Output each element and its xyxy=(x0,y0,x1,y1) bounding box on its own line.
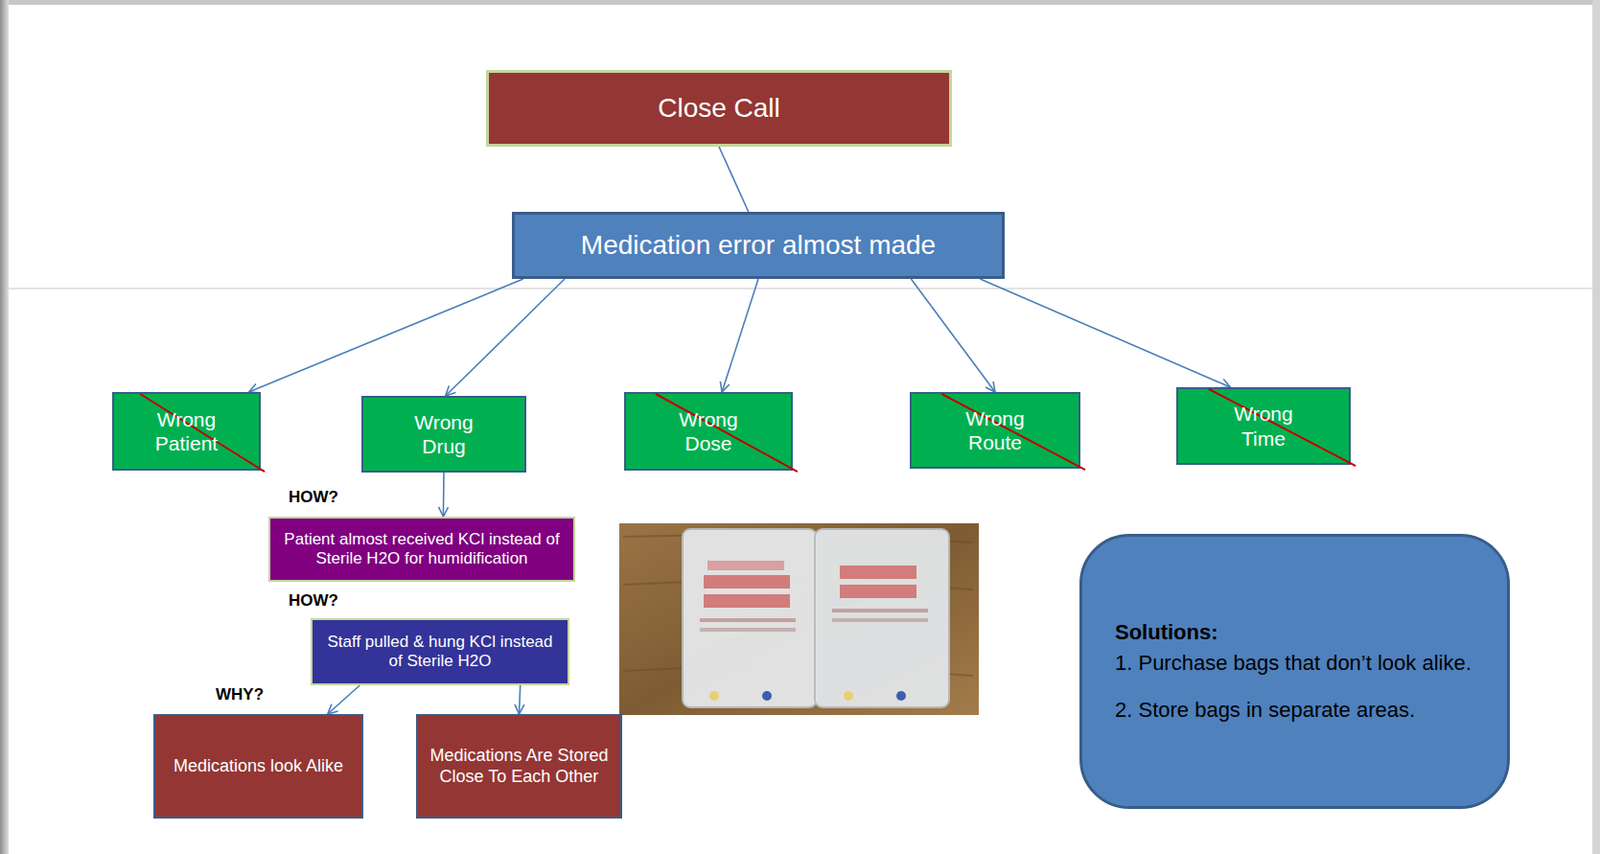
solutions-box: Solutions:1. Purchase bags that don’t lo… xyxy=(1079,533,1510,810)
root-cause-box: Medications Are Stored Close To Each Oth… xyxy=(416,714,623,819)
question-label: WHY? xyxy=(215,685,264,705)
category-box: Wrong Route xyxy=(909,392,1081,469)
node-text: Staff pulled & hung KCl instead of Steri… xyxy=(320,632,560,673)
node-text: Medications look Alike xyxy=(173,756,344,778)
connector xyxy=(249,278,524,393)
node-text: Wrong Route xyxy=(947,406,1044,455)
strike-line xyxy=(114,394,259,469)
event-box: Medication error almost made xyxy=(511,211,1005,279)
cause-box: Staff pulled & hung KCl instead of Steri… xyxy=(310,618,570,686)
solutions-heading: Solutions: xyxy=(1114,619,1472,647)
connector xyxy=(442,472,445,517)
node-text: 1. Purchase bags that don’t look alike. xyxy=(1114,649,1472,677)
cause-box: Patient almost received KCl instead of S… xyxy=(268,516,576,582)
node-text: Wrong Dose xyxy=(660,407,757,456)
category-box: Wrong Drug xyxy=(361,395,527,473)
node-text: Close Call xyxy=(657,92,781,125)
iv-bags-photo xyxy=(619,523,979,716)
category-box: Wrong Dose xyxy=(624,392,793,471)
question-label: HOW? xyxy=(288,591,339,611)
left-band xyxy=(0,0,9,854)
node-text: Medications Are Stored Close To Each Oth… xyxy=(425,745,613,788)
title-box: Close Call xyxy=(486,69,952,147)
root-cause-box: Medications look Alike xyxy=(153,714,364,819)
question-label: HOW? xyxy=(288,487,339,508)
strike-line xyxy=(1178,389,1349,464)
connector xyxy=(519,685,521,715)
strike-line xyxy=(626,394,791,469)
connector xyxy=(910,278,996,393)
node-text: Medication error almost made xyxy=(580,229,936,262)
category-box: Wrong Time xyxy=(1176,387,1351,465)
connector xyxy=(721,278,759,393)
connector xyxy=(718,146,749,212)
top-band xyxy=(0,0,1600,5)
connector xyxy=(979,278,1230,388)
node-text: Wrong Patient xyxy=(139,407,235,456)
connector xyxy=(327,685,361,715)
node-text: Wrong Time xyxy=(1215,401,1312,450)
slide-rule xyxy=(8,288,1593,290)
node-text: 2. Store bags in separate areas. xyxy=(1114,696,1472,724)
category-box: Wrong Patient xyxy=(112,392,261,471)
strike-line xyxy=(911,394,1079,467)
right-band xyxy=(1592,0,1600,854)
node-text: Patient almost received KCl instead of S… xyxy=(278,530,566,570)
connector xyxy=(445,278,565,396)
node-text: Wrong Drug xyxy=(395,410,492,459)
